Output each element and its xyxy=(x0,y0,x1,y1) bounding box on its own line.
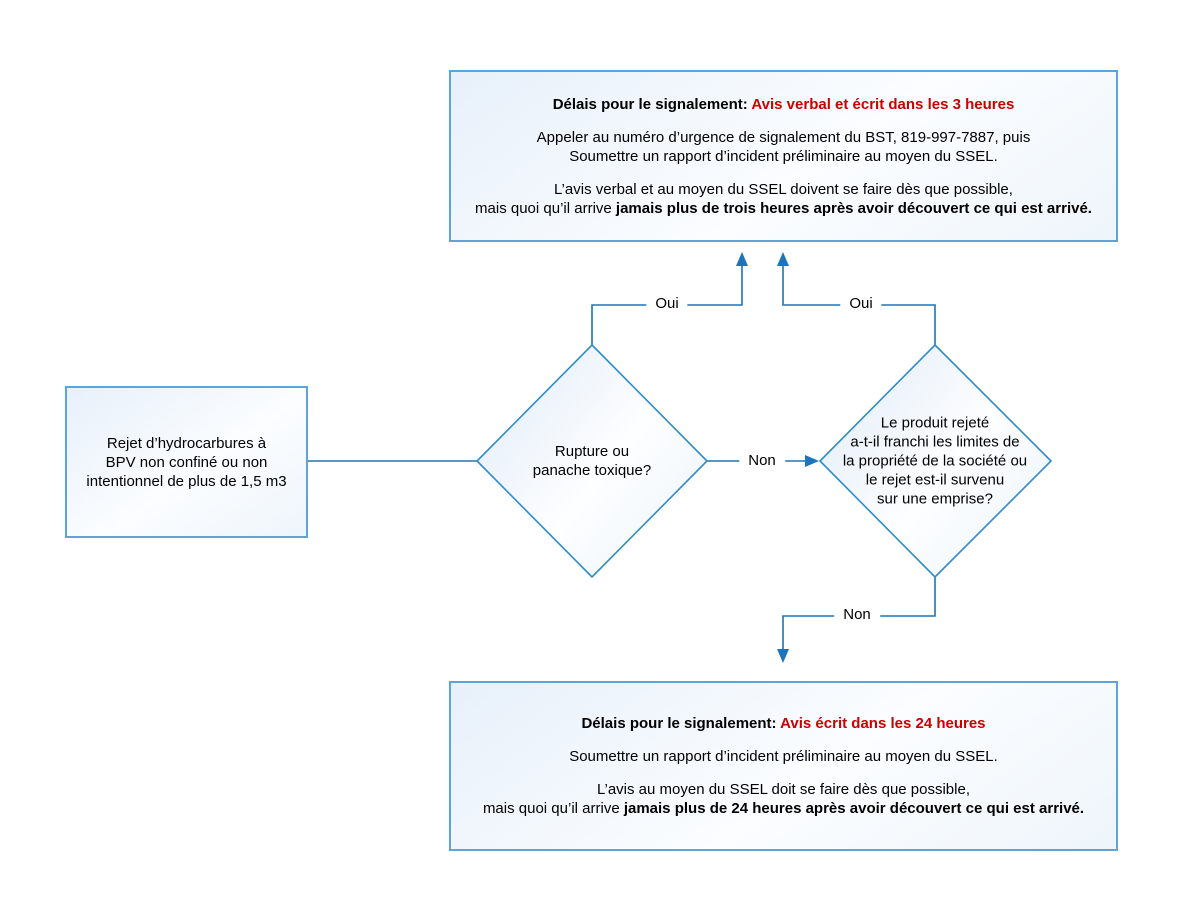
arrowhead-up-left-icon xyxy=(736,252,748,266)
decision-line: a-t-il franchi les limites de xyxy=(850,433,1020,451)
outcome-3-heures-title-prefix: Délais pour le signalement: xyxy=(552,95,752,113)
paragraph-line-bold: jamais plus de trois heures après avoir … xyxy=(615,199,1092,217)
paragraph-line: Soumettre un rapport d’incident prélimin… xyxy=(569,748,998,765)
decision-diamond-emprise xyxy=(818,343,1053,579)
outcome-3-heures-paragraph-1: Appeler au numéro d’urgence de signaleme… xyxy=(451,128,1116,166)
outcome-box-3-heures: Délais pour le signalement: Avis verbal … xyxy=(449,70,1118,242)
paragraph-line: Appeler au numéro d’urgence de signaleme… xyxy=(536,128,1031,146)
outcome-3-heures-paragraph-2: L’avis verbal et au moyen du SSEL doiven… xyxy=(451,180,1116,218)
decision-line: Rupture ou xyxy=(554,443,630,460)
decision-emprise-text: Le produit rejeté a-t-il franchi les lim… xyxy=(820,414,1050,509)
outcome-box-24-heures: Délais pour le signalement: Avis écrit d… xyxy=(449,681,1118,851)
decision-line: le rejet est-il survenu xyxy=(865,471,1005,489)
paragraph-line: Soumettre un rapport d’incident prélimin… xyxy=(569,147,998,165)
start-box-line: intentionnel de plus de 1,5 m3 xyxy=(86,472,287,490)
arrowhead-right-icon xyxy=(805,455,819,467)
start-box-line: BPV non confiné ou non xyxy=(105,453,268,471)
outcome-24-heures-paragraph-2: L’avis au moyen du SSEL doit se faire dè… xyxy=(451,780,1116,818)
paragraph-line-prefix: mais quoi qu’il arrive xyxy=(475,199,616,217)
outcome-3-heures-title-highlight: Avis verbal et écrit dans les 3 heures xyxy=(751,95,1015,113)
paragraph-line: mais quoi qu’il arrive jamais plus de tr… xyxy=(451,199,1116,218)
edge-label-oui-left: Oui xyxy=(646,295,688,313)
arrowhead-up-right-icon xyxy=(777,252,789,266)
decision-line: panache toxique? xyxy=(532,462,652,479)
paragraph-line-bold: jamais plus de 24 heures après avoir déc… xyxy=(623,800,1085,817)
decision-line: sur une emprise? xyxy=(877,490,993,508)
outcome-24-heures-paragraph-1: Soumettre un rapport d’incident prélimin… xyxy=(451,747,1116,766)
paragraph-line: L’avis au moyen du SSEL doit se faire dè… xyxy=(596,781,970,798)
decision-line: Le produit rejeté xyxy=(880,414,990,432)
decision-diamond-rupture xyxy=(475,343,709,579)
outcome-24-heures-title: Délais pour le signalement: Avis écrit d… xyxy=(451,714,1116,733)
outcome-24-heures-title-prefix: Délais pour le signalement: xyxy=(581,715,781,732)
paragraph-line: mais quoi qu’il arrive jamais plus de 24… xyxy=(451,799,1116,818)
paragraph-line: L’avis verbal et au moyen du SSEL doiven… xyxy=(554,180,1013,198)
edge-label-oui-right: Oui xyxy=(840,295,882,313)
decision-line: la propriété de la société ou xyxy=(842,452,1028,470)
paragraph-line-prefix: mais quoi qu’il arrive xyxy=(482,800,624,817)
edge-label-non-bottom: Non xyxy=(834,606,880,624)
outcome-3-heures-title: Délais pour le signalement: Avis verbal … xyxy=(451,95,1116,114)
start-box-line: Rejet d’hydrocarbures à xyxy=(106,434,267,452)
arrowhead-down-icon xyxy=(777,649,789,663)
decision-rupture-text: Rupture ou panache toxique? xyxy=(502,442,682,480)
outcome-24-heures-title-highlight: Avis écrit dans les 24 heures xyxy=(780,715,986,732)
start-box-rejet: Rejet d’hydrocarbures à BPV non confiné … xyxy=(65,386,308,538)
edge-label-non-mid: Non xyxy=(739,452,785,470)
